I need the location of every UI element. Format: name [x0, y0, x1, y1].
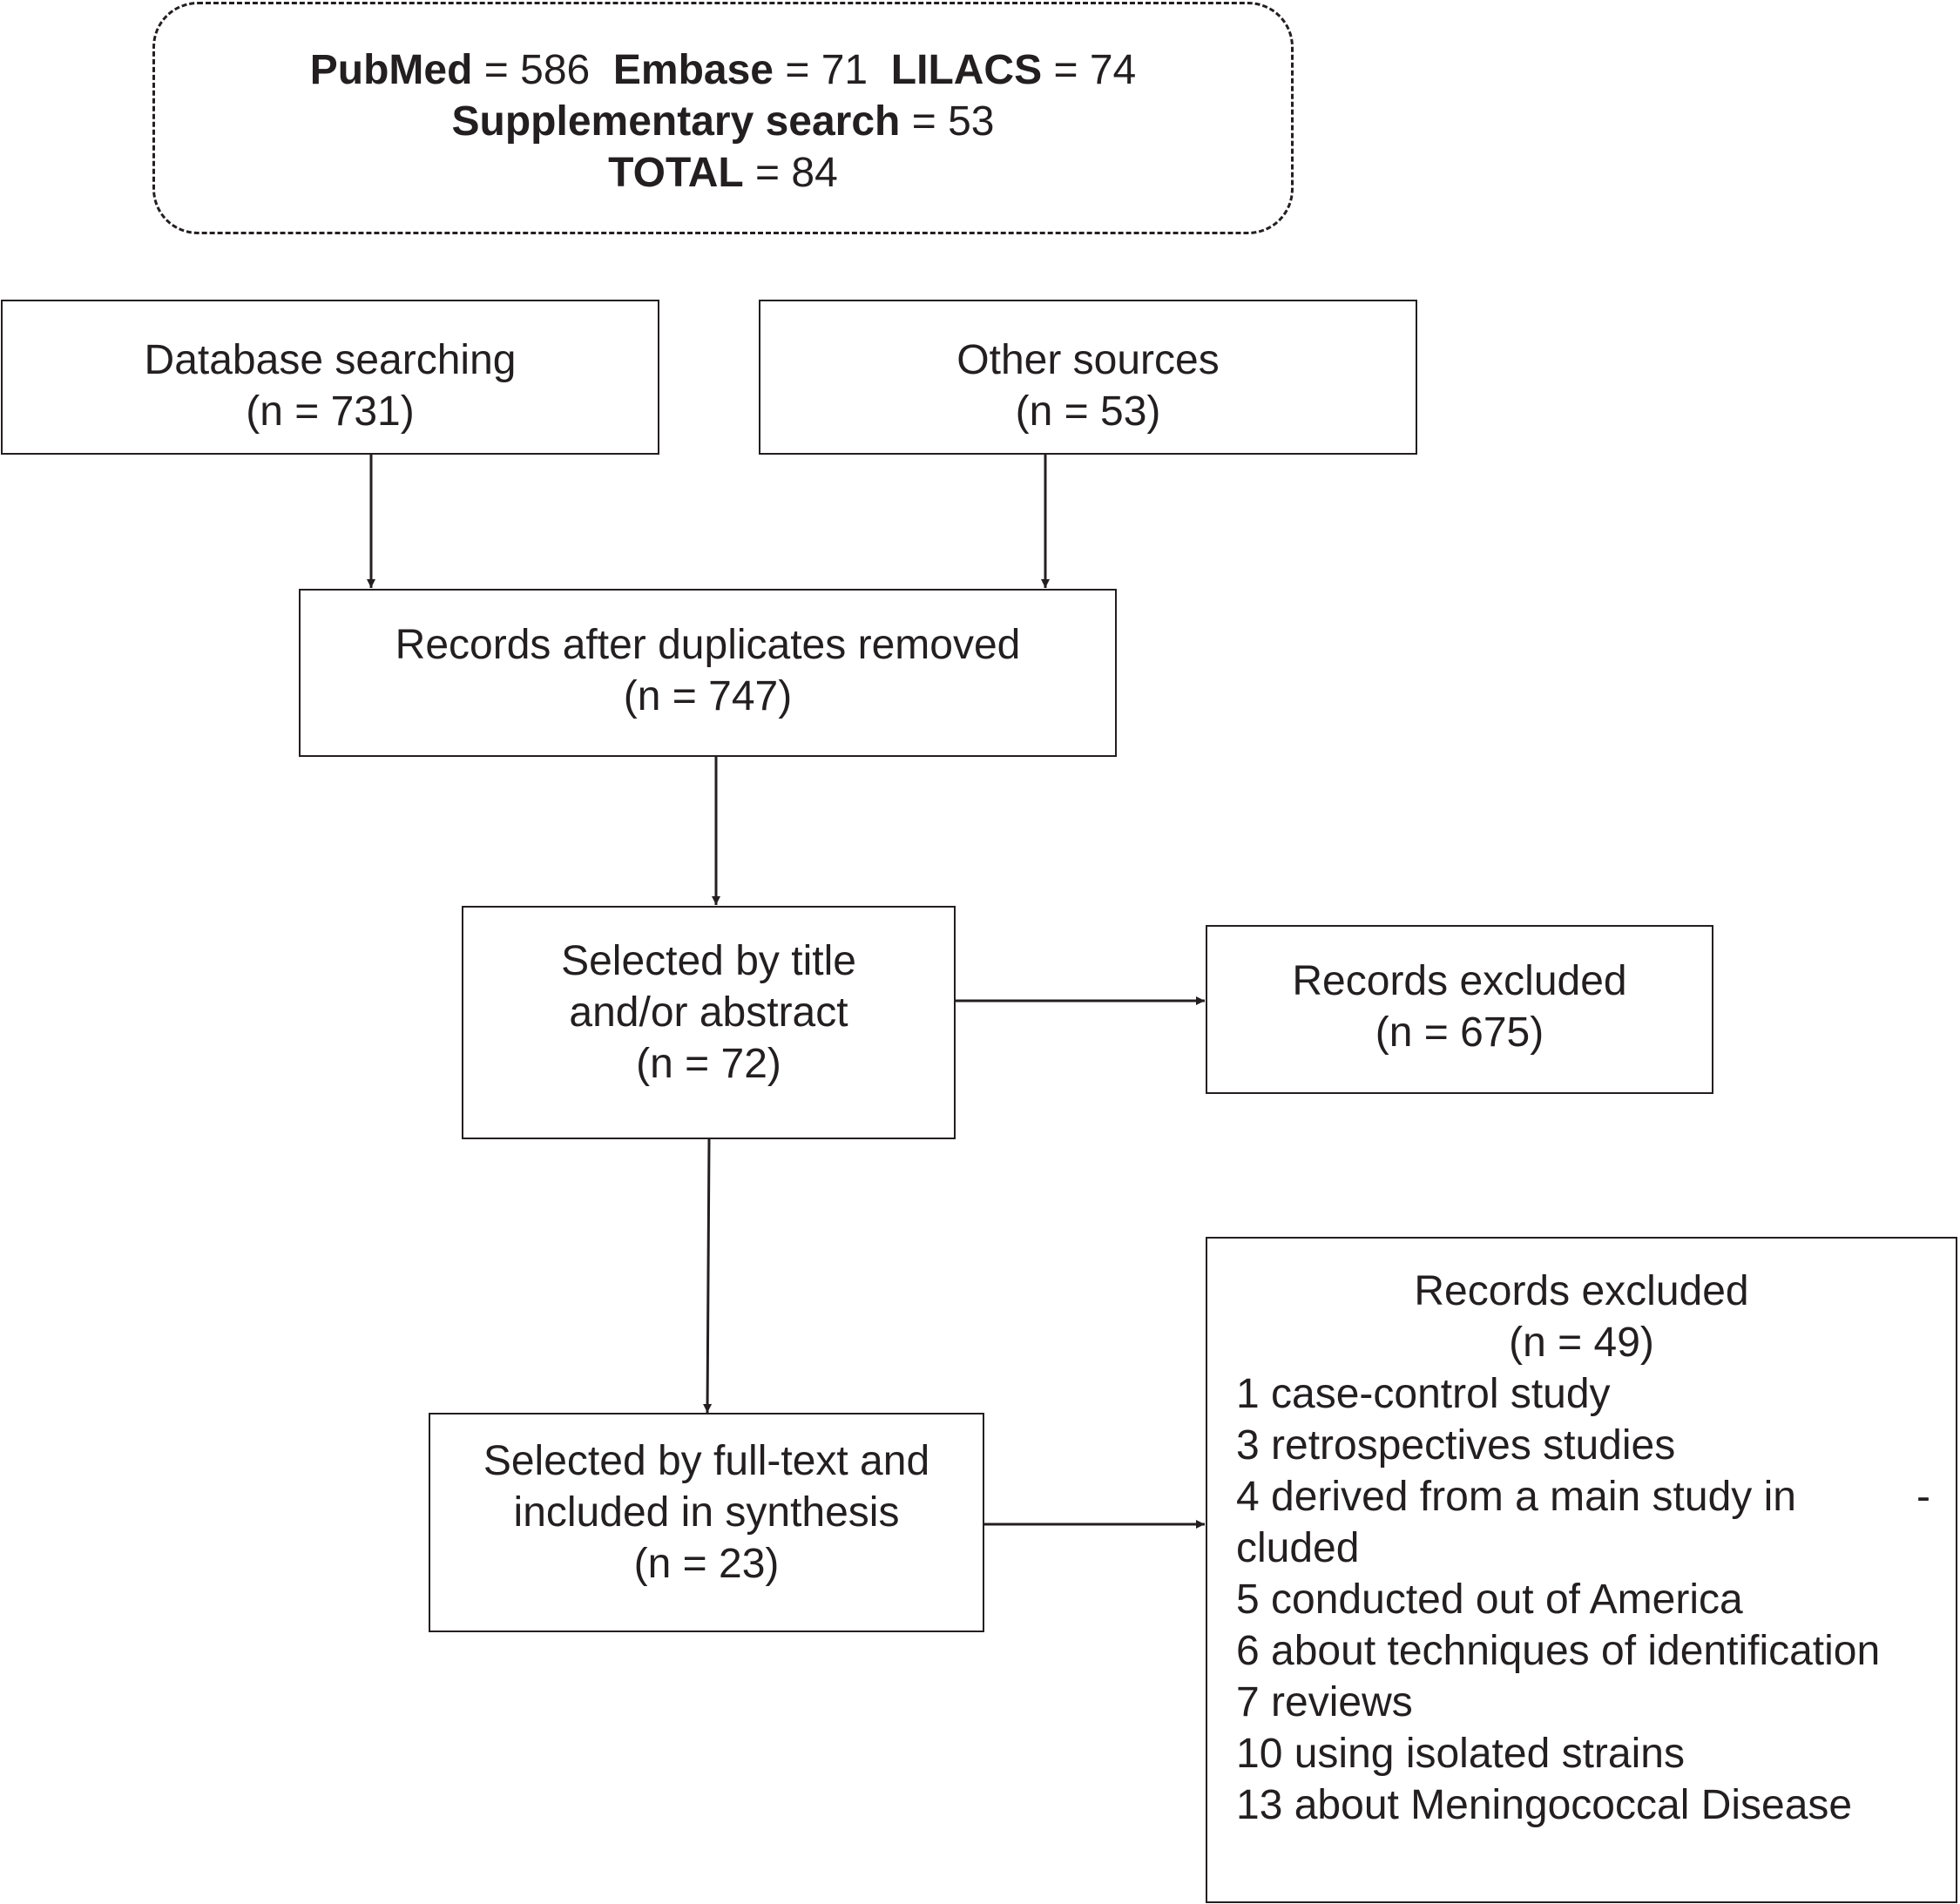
arrow-title-selection-to-full-text: [703, 1138, 713, 1414]
other-sources-box: Other sources (n = 53): [759, 300, 1417, 455]
title-abstract-line-2: and/or abstract: [569, 989, 848, 1036]
exclusion-reasons-title: Records excluded: [1414, 1268, 1749, 1314]
exclusion-reasons-count: (n = 49): [1509, 1320, 1654, 1366]
pubmed-value: = 586: [483, 47, 591, 93]
database-searching-count: (n = 731): [246, 388, 415, 435]
database-searching-box: Database searching (n = 731): [1, 300, 659, 455]
records-excluded-title: Records excluded: [1292, 958, 1627, 1004]
total-value: = 84: [755, 150, 838, 196]
exclusion-reasons-box: Records excluded (n = 49) 1 case-control…: [1206, 1237, 1957, 1903]
title-abstract-line-1: Selected by title: [561, 938, 856, 984]
duplicates-removed-count: (n = 747): [623, 673, 793, 719]
exclusion-reason: 4 derived from a main study in: [1236, 1474, 1796, 1520]
hyphenation-mark: -: [1916, 1474, 1930, 1520]
other-sources-count: (n = 53): [1015, 388, 1161, 435]
full-text-line-2: included in synthesis: [513, 1489, 900, 1536]
lilacs-value: = 74: [1053, 47, 1137, 93]
supplementary-value: = 53: [911, 98, 995, 145]
full-text-selection-box: Selected by full-text and included in sy…: [429, 1413, 984, 1632]
exclusion-reason: 1 case-control study: [1236, 1371, 1611, 1417]
duplicates-removed-box: Records after duplicates removed (n = 74…: [299, 589, 1117, 757]
total-label: TOTAL: [608, 150, 744, 196]
exclusion-reason: 13 about Meningococcal Disease: [1236, 1782, 1853, 1828]
exclusion-reason: 7 reviews: [1236, 1679, 1413, 1725]
embase-label: Embase: [612, 47, 774, 93]
records-excluded-count: (n = 675): [1375, 1009, 1544, 1056]
full-text-line-1: Selected by full-text and: [483, 1438, 930, 1484]
other-sources-title: Other sources: [956, 337, 1220, 383]
duplicates-removed-title: Records after duplicates removed: [395, 622, 1021, 668]
title-abstract-selection-box: Selected by title and/or abstract (n = 7…: [462, 906, 956, 1139]
search-summary-line-3: TOTAL = 84: [155, 147, 1291, 199]
lilacs-label: LILACS: [890, 47, 1043, 93]
exclusion-reason: 10 using isolated strains: [1236, 1731, 1685, 1777]
exclusion-reason: 5 conducted out of America: [1236, 1577, 1743, 1623]
embase-value: = 71: [785, 47, 868, 93]
title-abstract-count: (n = 72): [636, 1041, 781, 1087]
exclusion-reason: 6 about techniques of identification: [1236, 1628, 1881, 1674]
search-summary-line-2: Supplementary search = 53: [155, 96, 1291, 147]
full-text-count: (n = 23): [633, 1541, 780, 1587]
supplementary-label: Supplementary search: [451, 98, 901, 145]
exclusion-reason: 3 retrospectives studies: [1236, 1422, 1676, 1469]
exclusion-reason-continuation: cluded: [1236, 1525, 1360, 1571]
records-excluded-box: Records excluded (n = 675): [1206, 925, 1713, 1094]
search-summary-line-1: PubMed = 586 Embase = 71 LILACS = 74: [155, 44, 1291, 96]
search-summary-box: PubMed = 586 Embase = 71 LILACS = 74 Sup…: [152, 2, 1294, 234]
exclusion-reasons-list: 1 case-control study 3 retrospectives st…: [1207, 1368, 1956, 1831]
pubmed-label: PubMed: [309, 47, 473, 93]
database-searching-title: Database searching: [144, 337, 517, 383]
